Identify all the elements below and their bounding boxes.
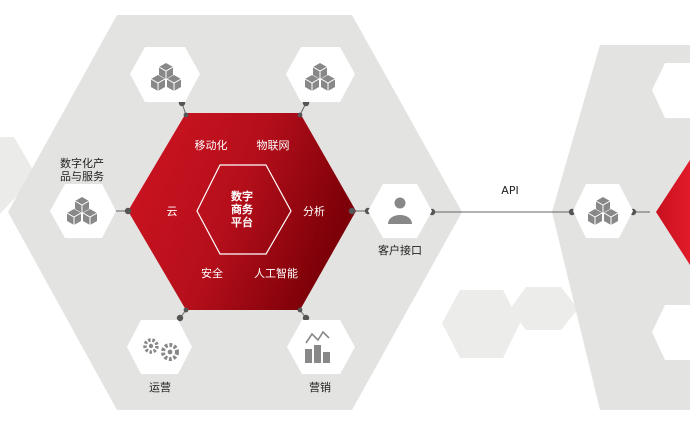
label-marketing: 营销 bbox=[309, 381, 331, 394]
node-products bbox=[50, 184, 116, 238]
node-top-left bbox=[130, 47, 200, 102]
label-ai: 人工智能 bbox=[254, 267, 298, 280]
right-red-hexagon bbox=[656, 160, 690, 265]
platform-title-line3: 平台 bbox=[231, 216, 253, 229]
right-node-products bbox=[573, 184, 633, 238]
label-iot: 物联网 bbox=[256, 139, 290, 152]
label-customer: 客户接口 bbox=[378, 244, 422, 257]
platform-title-line2: 商务 bbox=[231, 203, 253, 216]
person-icon bbox=[388, 197, 412, 224]
node-customer bbox=[368, 184, 432, 238]
label-products-line1: 数字化产 bbox=[60, 157, 104, 170]
chart-icon bbox=[305, 330, 330, 363]
label-cloud: 云 bbox=[166, 205, 178, 218]
label-analytics: 分析 bbox=[303, 205, 325, 218]
platform-title-line1: 数字 bbox=[231, 190, 253, 203]
node-operations bbox=[127, 320, 192, 374]
right-node-bottom bbox=[652, 305, 690, 360]
platform-hexagon bbox=[128, 113, 356, 310]
bg-hex-small-2 bbox=[510, 287, 578, 330]
label-products-line2: 品与服务 bbox=[60, 170, 104, 183]
right-node-top bbox=[652, 63, 690, 118]
gears-icon bbox=[143, 338, 179, 361]
node-top-right bbox=[286, 47, 355, 102]
label-mobile: 移动化 bbox=[194, 139, 228, 152]
node-marketing bbox=[287, 320, 355, 374]
platform-inner-outline bbox=[196, 164, 292, 255]
platform-title: 数字 商务 平台 bbox=[220, 190, 264, 229]
label-products: 数字化产 品与服务 bbox=[48, 157, 116, 183]
label-security: 安全 bbox=[201, 267, 223, 280]
bg-hex-left bbox=[0, 137, 36, 214]
label-operations: 运营 bbox=[149, 381, 171, 394]
bg-hex-small-1 bbox=[442, 290, 520, 358]
label-api: API bbox=[501, 184, 519, 197]
